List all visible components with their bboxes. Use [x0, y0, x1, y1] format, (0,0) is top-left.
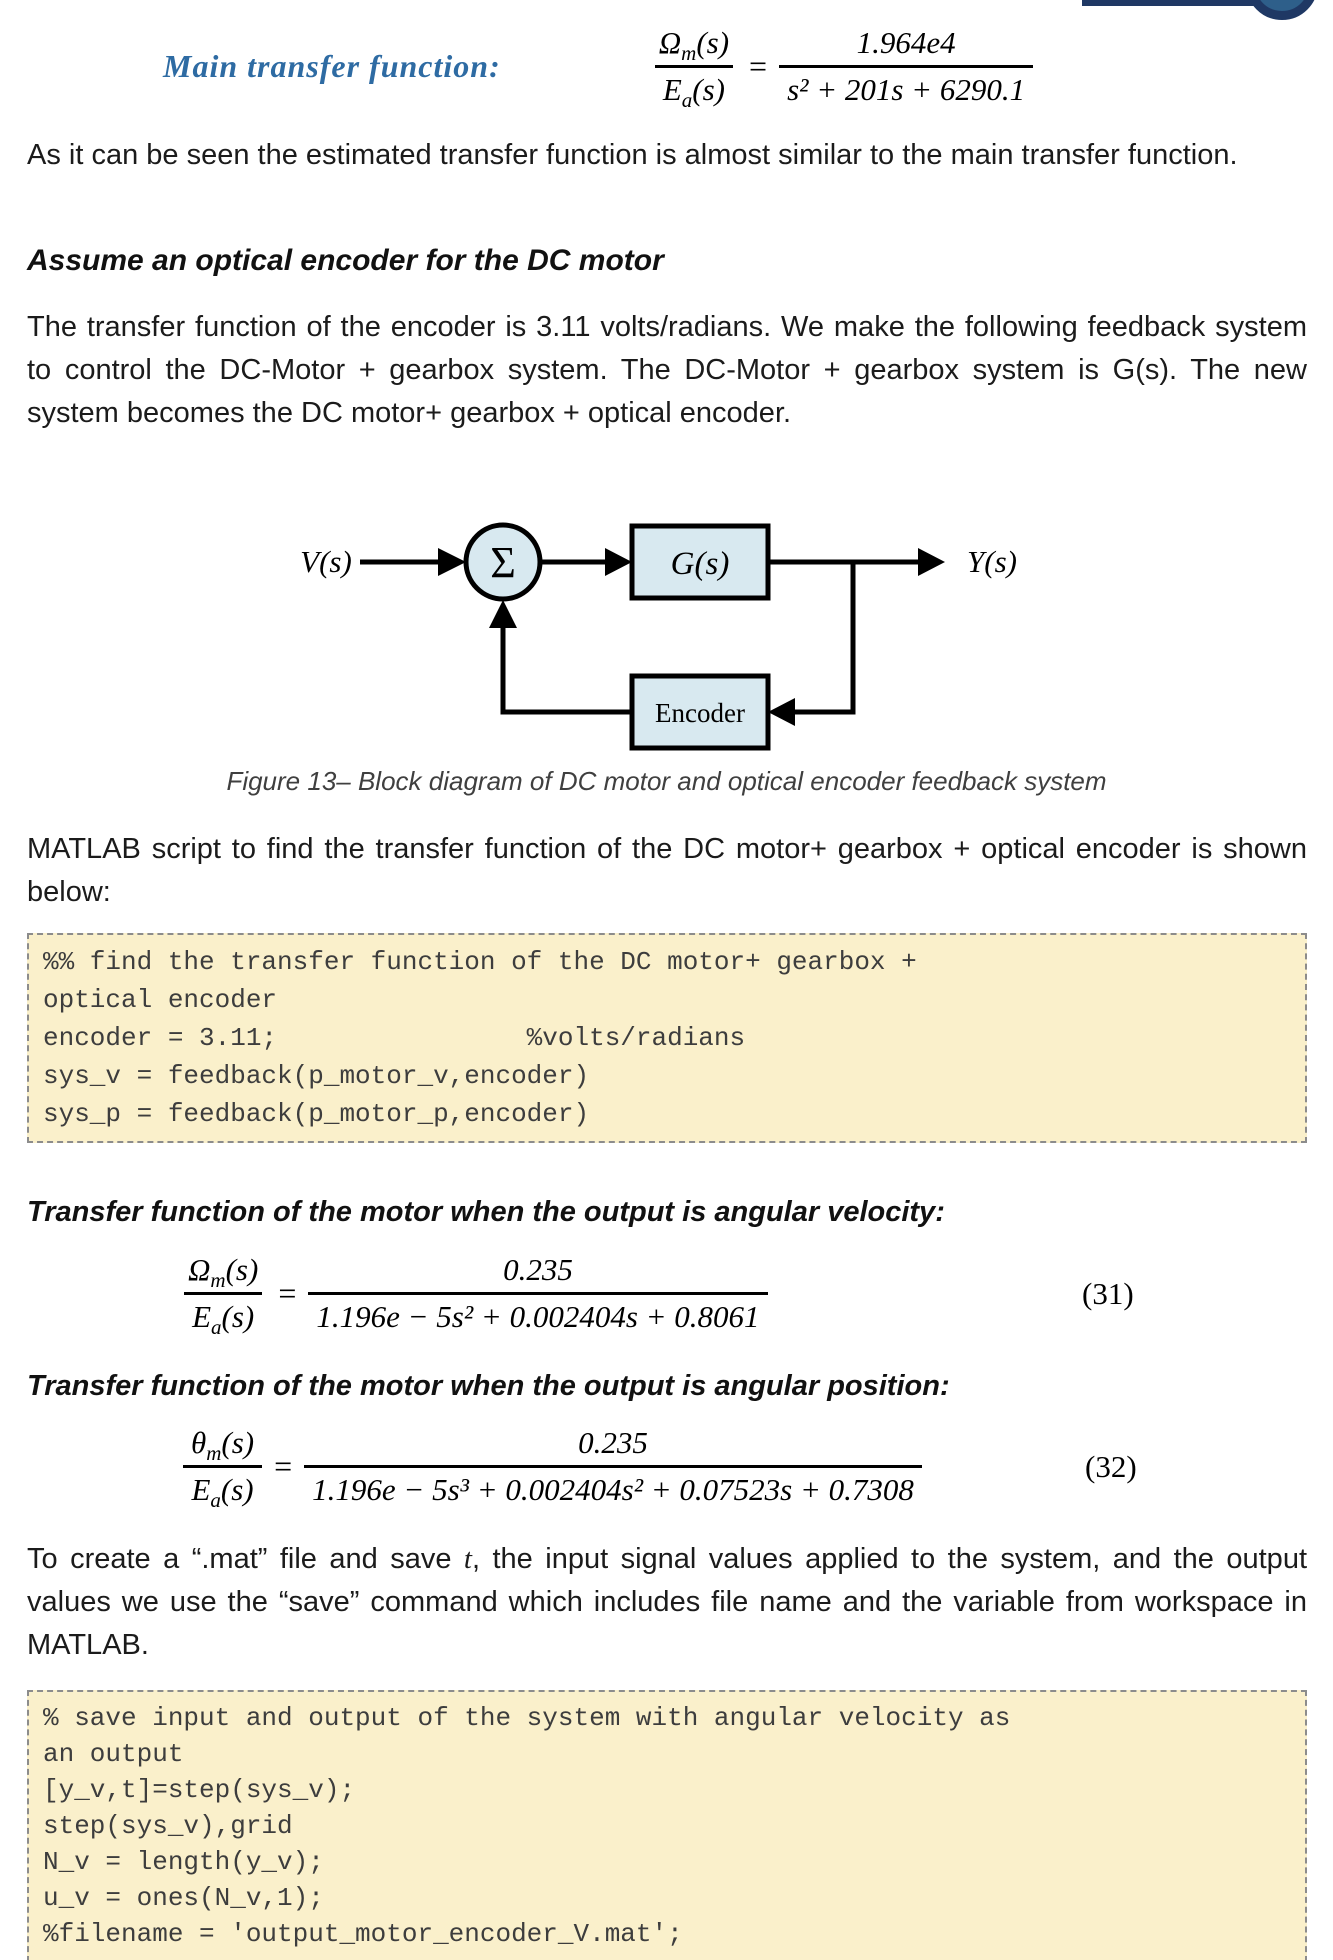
heading-tf-angular-velocity: Transfer function of the motor when the …	[27, 1196, 945, 1228]
fraction-numerator: θm(s)	[183, 1425, 262, 1465]
equation-rhs-fraction: 0.235 1.196e − 5s³ + 0.002404s² + 0.0752…	[304, 1425, 922, 1508]
paragraph-save-mat-file: To create a “.mat” file and save t, the …	[27, 1538, 1307, 1667]
subscript: m	[206, 1441, 222, 1465]
code-line: % save input and output of the system wi…	[43, 1703, 1011, 1733]
page-number-badge-decoration	[1246, 0, 1318, 20]
argument: (s)	[221, 1425, 255, 1460]
symbol: Ω	[188, 1252, 211, 1287]
symbol: E	[192, 1299, 212, 1334]
fraction-denominator: 1.196e − 5s³ + 0.002404s² + 0.07523s + 0…	[304, 1465, 922, 1508]
fraction-denominator: Ea(s)	[184, 1292, 263, 1338]
heading-optical-encoder: Assume an optical encoder for the DC mot…	[27, 244, 664, 277]
subscript: a	[681, 88, 693, 112]
plant-label: G(s)	[671, 546, 730, 582]
equals-sign: =	[749, 48, 768, 84]
heading-tf-angular-position: Transfer function of the motor when the …	[27, 1370, 950, 1402]
equation-32: θm(s) Ea(s) = 0.235 1.196e − 5s³ + 0.002…	[183, 1425, 922, 1511]
fraction-denominator: s² + 201s + 6290.1	[779, 65, 1034, 108]
fraction-numerator: 0.235	[503, 1252, 573, 1287]
fraction-numerator: Ωm(s)	[180, 1252, 266, 1292]
code-line: N_v = length(y_v);	[43, 1847, 324, 1877]
fraction-numerator: 1.964e4	[856, 25, 956, 60]
equation-rhs-fraction: 0.235 1.196e − 5s² + 0.002404s + 0.8061	[308, 1252, 768, 1335]
fraction-denominator: Ea(s)	[183, 1465, 262, 1511]
sum-to-plant-arrowhead	[605, 548, 632, 576]
equation-32-row: θm(s) Ea(s) = 0.235 1.196e − 5s³ + 0.002…	[0, 1425, 1333, 1511]
argument: (s)	[692, 72, 725, 107]
code-line: [y_v,t]=step(sys_v);	[43, 1775, 356, 1805]
paragraph-matlab-script: MATLAB script to find the transfer funct…	[27, 833, 1307, 908]
encoder-block	[629, 673, 771, 751]
fraction-numerator: 0.235	[578, 1425, 648, 1460]
matlab-code-block-feedback: %% find the transfer function of the DC …	[27, 933, 1307, 1143]
subscript: m	[681, 41, 697, 65]
figure-caption: Figure 13– Block diagram of DC motor and…	[226, 766, 1107, 796]
argument: (s)	[220, 1472, 254, 1507]
equals-sign: =	[278, 1275, 297, 1311]
code-line: u_v = ones(N_v,1);	[43, 1883, 324, 1913]
code-line: optical encoder	[43, 985, 278, 1015]
paragraph-text: To create a “.mat” file and save	[27, 1543, 464, 1575]
encoder-arrowhead	[768, 698, 795, 726]
equation-number-32: (32)	[1085, 1448, 1137, 1484]
argument: (s)	[696, 25, 730, 60]
code-line: encoder = 3.11; %volts/radians	[43, 1023, 746, 1053]
paragraph-text: , the input signal values applied to the…	[27, 1543, 1308, 1661]
matlab-code-block-save: % save input and output of the system wi…	[27, 1690, 1307, 1960]
sum-symbol: Σ	[490, 538, 516, 587]
code-line: sys_p = feedback(p_motor_p,encoder)	[43, 1099, 590, 1129]
code-line: step(sys_v),grid	[43, 1811, 293, 1841]
fraction-denominator: Ea(s)	[654, 65, 733, 111]
paragraph-estimated-tf: As it can be seen the estimated transfer…	[27, 139, 1238, 171]
main-transfer-function-row: Main transfer function: Ωm(s) Ea(s) = 1.…	[0, 25, 1333, 111]
symbol: E	[662, 72, 682, 107]
feedback-arrowhead	[489, 600, 517, 628]
feedback-block-diagram: V(s) Σ G(s) Y(s) Encoder	[300, 522, 1017, 751]
output-arrowhead	[918, 548, 945, 576]
equation-lhs-fraction: Ωm(s) Ea(s)	[180, 1252, 266, 1338]
equals-sign: =	[274, 1448, 293, 1484]
code-line: an output	[43, 1739, 184, 1769]
code-line: sys_v = feedback(p_motor_v,encoder)	[43, 1061, 590, 1091]
symbol: E	[191, 1472, 211, 1507]
equation-31-row: Ωm(s) Ea(s) = 0.235 1.196e − 5s² + 0.002…	[0, 1252, 1333, 1338]
symbol: Ω	[658, 25, 682, 60]
equation-number-31: (31)	[1082, 1275, 1134, 1311]
output-signal-label: Y(s)	[967, 544, 1017, 579]
equation-lhs-fraction: θm(s) Ea(s)	[183, 1425, 262, 1511]
subscript: m	[210, 1268, 226, 1292]
encoder-label: Encoder	[655, 698, 745, 728]
symbol: θ	[191, 1425, 207, 1460]
code-line: %filename = 'output_motor_encoder_V.mat'…	[43, 1919, 683, 1949]
equation-31: Ωm(s) Ea(s) = 0.235 1.196e − 5s² + 0.002…	[180, 1252, 768, 1338]
equation-lhs-fraction: Ωm(s) Ea(s)	[651, 25, 737, 111]
fraction-numerator: Ωm(s)	[651, 25, 737, 65]
subscript: a	[210, 1488, 221, 1512]
argument: (s)	[225, 1252, 259, 1287]
equation-rhs-fraction: 1.964e4 s² + 201s + 6290.1	[779, 25, 1034, 108]
header-rule-decoration	[1082, 0, 1263, 6]
code-line: %% find the transfer function of the DC …	[43, 947, 917, 977]
main-transfer-function-label: Main transfer function:	[163, 48, 501, 84]
paragraph-encoder-feedback: The transfer function of the encoder is …	[27, 311, 1307, 429]
argument: (s)	[221, 1299, 255, 1334]
input-arrowhead	[438, 548, 466, 576]
variable-t: t	[463, 1543, 472, 1575]
subscript: a	[211, 1315, 222, 1339]
main-transfer-function-equation: Ωm(s) Ea(s) = 1.964e4 s² + 201s + 6290.1	[651, 25, 1034, 111]
fraction-denominator: 1.196e − 5s² + 0.002404s + 0.8061	[308, 1292, 768, 1335]
input-signal-label: V(s)	[300, 544, 352, 579]
